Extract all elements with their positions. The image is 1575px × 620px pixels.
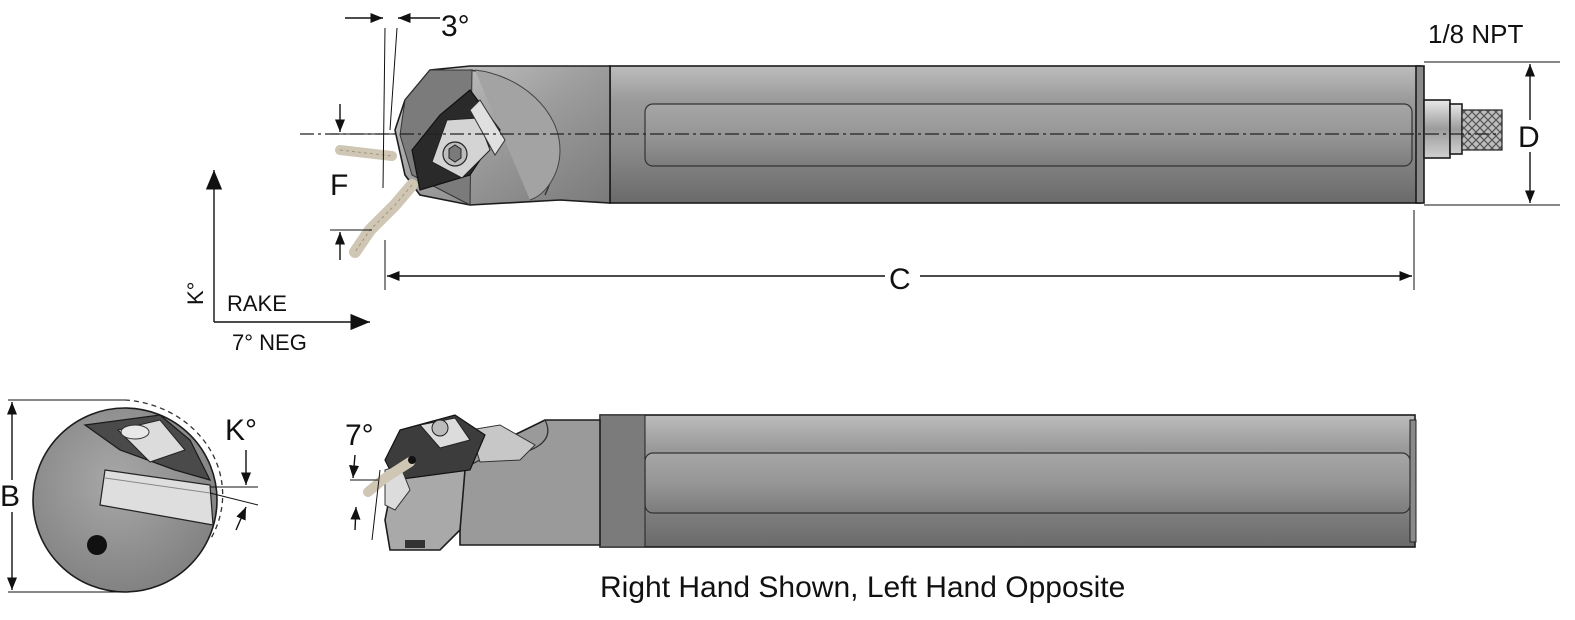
coolant-hole bbox=[87, 535, 107, 555]
rake-axes: K° RAKE 7° NEG bbox=[183, 170, 370, 355]
label-7-degree: 7° bbox=[345, 419, 374, 452]
shank-flat bbox=[644, 103, 1413, 167]
label-f: F bbox=[330, 169, 348, 202]
label-d: D bbox=[1518, 121, 1540, 154]
dim-d: D 1/8 NPT bbox=[1424, 19, 1560, 206]
npt-fitting bbox=[1423, 99, 1451, 159]
label-k-axis: K° bbox=[183, 282, 208, 305]
caption: Right Hand Shown, Left Hand Opposite bbox=[600, 571, 1125, 604]
dim-3-degree: 3° bbox=[345, 10, 470, 189]
dim-c: C bbox=[384, 210, 1415, 296]
end-view-insert bbox=[99, 469, 214, 526]
side-flat bbox=[644, 452, 1411, 514]
label-k-end: K° bbox=[225, 414, 257, 447]
label-c: C bbox=[889, 263, 911, 296]
label-b: B bbox=[0, 480, 20, 513]
label-rake: RAKE bbox=[227, 291, 287, 316]
top-view bbox=[300, 65, 1503, 258]
end-view: B K° bbox=[0, 399, 259, 593]
dim-f: F bbox=[330, 104, 395, 260]
coolant-hose bbox=[1461, 109, 1503, 151]
side-view: 7° bbox=[345, 414, 1417, 551]
label-3-degree: 3° bbox=[441, 10, 470, 43]
label-npt: 1/8 NPT bbox=[1428, 19, 1523, 49]
label-neg: 7° NEG bbox=[232, 330, 307, 355]
